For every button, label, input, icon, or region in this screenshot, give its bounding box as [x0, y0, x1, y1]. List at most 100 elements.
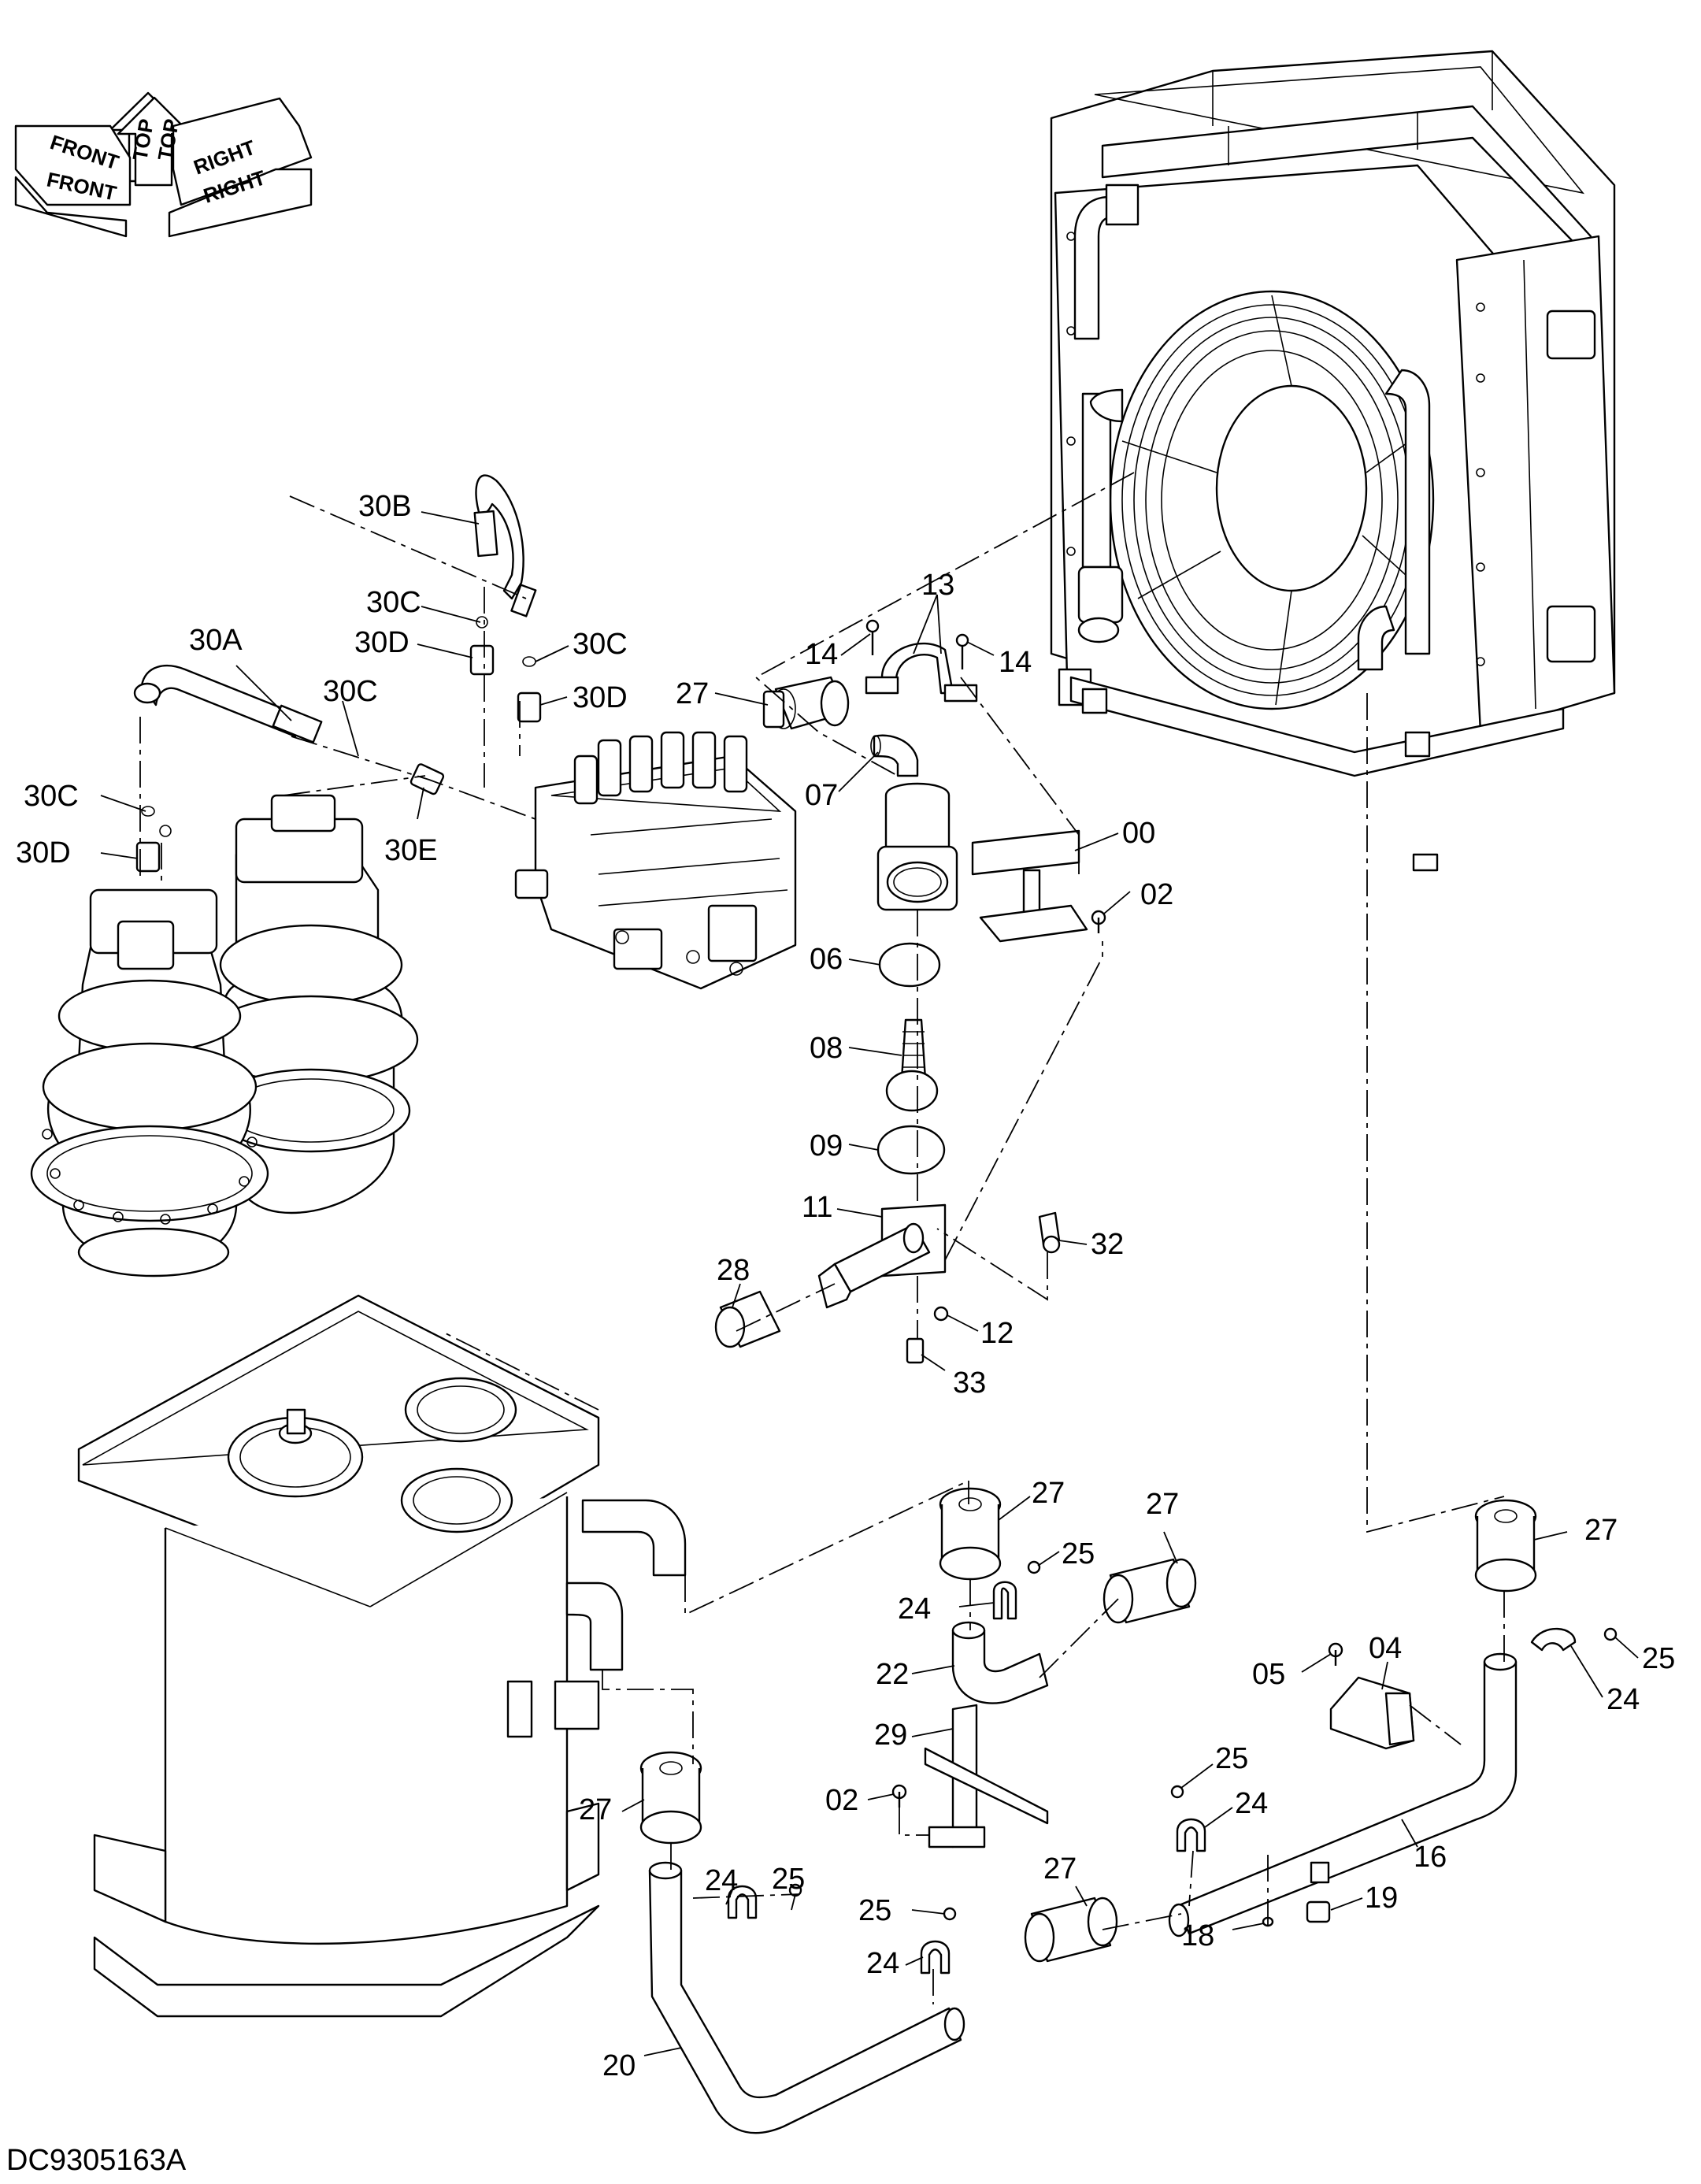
part-02-bolt-lower: [891, 1784, 907, 1808]
callout-24: 24: [1606, 1683, 1640, 1716]
callout-09: 09: [810, 1129, 843, 1162]
part-25-bolt-b: [1170, 1785, 1184, 1799]
part-07-elbow: [870, 734, 919, 777]
phantom-lines: [139, 472, 1505, 2004]
callout-14: 14: [805, 638, 838, 671]
part-28-hose-joint: [714, 1290, 781, 1348]
callout-20: 20: [602, 2049, 636, 2082]
part-33-plug: [906, 1337, 925, 1364]
part-00-bracket: [971, 829, 1088, 943]
part-27-joint-b: [939, 1487, 1002, 1581]
radiator-assembly: [1050, 50, 1616, 872]
callout-27: 27: [579, 1793, 612, 1826]
callout-22: 22: [876, 1658, 909, 1691]
orientation-indicator: TOP TOP FRONT FRONT RIGHT RIGHT: [14, 91, 313, 238]
callout-30d: 30D: [573, 681, 628, 714]
swing-motor-assembly: [30, 794, 419, 1277]
callout-16: 16: [1414, 1841, 1447, 1874]
part-04-bracket: [1329, 1676, 1415, 1750]
callout-27: 27: [1584, 1514, 1618, 1547]
hose-30a: [133, 664, 323, 743]
part-32-elbow: [1038, 1211, 1061, 1254]
fitting-30c-30d-left: [135, 806, 172, 873]
callout-30e: 30E: [384, 834, 438, 867]
part-25-bolt-a: [1027, 1560, 1041, 1574]
part-16-pipe: [1168, 1652, 1518, 1937]
callout-08: 08: [810, 1032, 843, 1065]
part-05-bolt: [1328, 1642, 1343, 1666]
flange-bolts: [42, 1129, 258, 1225]
callout-27: 27: [676, 677, 709, 710]
callout-30c: 30C: [366, 586, 421, 619]
callout-30c: 30C: [573, 628, 628, 661]
callout-28: 28: [717, 1254, 750, 1287]
part-12-bolt: [933, 1306, 949, 1322]
callout-24: 24: [898, 1593, 931, 1626]
hose-30b: [473, 474, 537, 617]
callout-02: 02: [1140, 878, 1173, 911]
callout-12: 12: [980, 1317, 1014, 1350]
part-20-pipe: [648, 1861, 965, 2134]
fitting-30c-30d-upper: [469, 616, 542, 723]
callout-14: 14: [999, 646, 1032, 679]
suction-filter-housing: [876, 782, 958, 911]
callout-33: 33: [953, 1366, 986, 1400]
part-25-bolt-d: [1603, 1627, 1618, 1641]
part-24-clamp-d: [1530, 1627, 1577, 1652]
drawing-code: DC9305163A: [6, 2144, 187, 2177]
part-09-o-ring: [876, 1125, 946, 1175]
part-27-joint-e: [1024, 1897, 1118, 1963]
callout-32: 32: [1091, 1228, 1124, 1261]
part-27-upper-joint: [762, 676, 850, 730]
callout-19: 19: [1365, 1882, 1398, 1915]
callout-30d: 30D: [354, 626, 410, 659]
part-24-clamp-a: [992, 1581, 1017, 1620]
callout-30b: 30B: [358, 490, 412, 523]
leader-lines: [100, 511, 1639, 2056]
callout-labels: 30B 30C 30D 30C 30D 30A 30C 30C 30D 30E …: [16, 490, 1675, 2082]
callout-25: 25: [1062, 1537, 1095, 1570]
callout-29: 29: [874, 1719, 907, 1752]
callout-30d: 30D: [16, 836, 71, 870]
callout-25: 25: [858, 1894, 891, 1927]
valve-spools: [573, 731, 748, 805]
callout-00: 00: [1122, 817, 1155, 850]
callout-25: 25: [1642, 1642, 1675, 1675]
hydraulic-tank: [77, 1294, 687, 2018]
callout-24: 24: [705, 1864, 738, 1897]
part-14-bolts: [865, 619, 969, 669]
callout-04: 04: [1369, 1632, 1402, 1665]
part-27-joint-f: [639, 1751, 702, 1845]
callout-25: 25: [772, 1863, 805, 1896]
part-13-clamps: [865, 642, 978, 703]
callout-18: 18: [1181, 1919, 1214, 1952]
callout-05: 05: [1252, 1658, 1285, 1691]
callout-30a: 30A: [189, 624, 243, 657]
control-valve: [514, 731, 797, 990]
callout-24: 24: [866, 1947, 899, 1980]
callout-06: 06: [810, 943, 843, 976]
callout-30c: 30C: [24, 780, 79, 813]
callout-11: 11: [802, 1191, 832, 1224]
part-24-clamp-b: [1176, 1818, 1206, 1852]
callout-25: 25: [1215, 1742, 1248, 1775]
callout-30c: 30C: [323, 675, 378, 708]
callout-27: 27: [1146, 1488, 1179, 1521]
part-27-joint-d: [1474, 1499, 1537, 1593]
part-25-bolt-e: [943, 1907, 957, 1921]
part-27-joint-c: [1102, 1558, 1197, 1624]
callout-27: 27: [1032, 1477, 1065, 1510]
part-24-clamp-e: [920, 1940, 951, 1974]
part-22-elbow: [951, 1621, 1049, 1704]
callout-13: 13: [921, 569, 954, 602]
callout-07: 07: [805, 779, 838, 812]
callout-24: 24: [1235, 1787, 1268, 1820]
part-29-bracket: [924, 1704, 1049, 1848]
part-24-clamp-c: [727, 1885, 758, 1919]
callout-02: 02: [825, 1784, 858, 1817]
part-19-plug: [1306, 1900, 1331, 1923]
part-02-bolt-upper: [1091, 910, 1106, 933]
part-11-suction-pipe: [817, 1203, 947, 1309]
part-08-strainer: [885, 1018, 939, 1112]
